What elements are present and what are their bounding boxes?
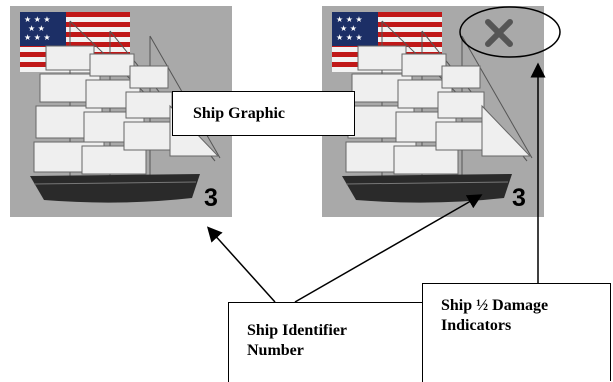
svg-text:★ ★ ★: ★ ★ ★ xyxy=(336,33,363,42)
svg-text:★ ★ ★: ★ ★ ★ xyxy=(24,15,51,24)
damage-indicator-highlight xyxy=(459,6,561,58)
svg-text:★ ★: ★ ★ xyxy=(340,24,357,33)
damage-indicators-callout: Ship ½ Damage Indicators xyxy=(422,283,611,381)
ship-graphic-callout: Ship Graphic xyxy=(172,91,355,136)
svg-text:★ ★ ★: ★ ★ ★ xyxy=(24,33,51,42)
ship-graphic: ★ ★ ★ ★ ★ ★ ★ ★ xyxy=(20,12,221,203)
damage-indicators-label: Ship ½ Damage Indicators xyxy=(441,297,549,334)
x-icon xyxy=(485,19,513,47)
ship-identifier-label: Ship Identifier Number xyxy=(247,322,348,359)
svg-text:★ ★ ★: ★ ★ ★ xyxy=(336,15,363,24)
ship-graphic: ★ ★ ★ ★ ★ ★ ★ ★ xyxy=(332,12,533,203)
ship-identifier-callout: Ship Identifier Number xyxy=(228,302,423,382)
ship-identifier-number: 3 xyxy=(204,184,218,212)
ship-identifier-number: 3 xyxy=(512,184,526,212)
ship-graphic-label: Ship Graphic xyxy=(193,105,286,122)
ship-card-2[interactable]: ★ ★ ★ ★ ★ ★ ★ ★ xyxy=(322,6,544,217)
svg-text:★ ★: ★ ★ xyxy=(28,24,45,33)
identifier-arrow-right xyxy=(294,194,483,303)
identifier-arrow-left xyxy=(206,226,276,303)
